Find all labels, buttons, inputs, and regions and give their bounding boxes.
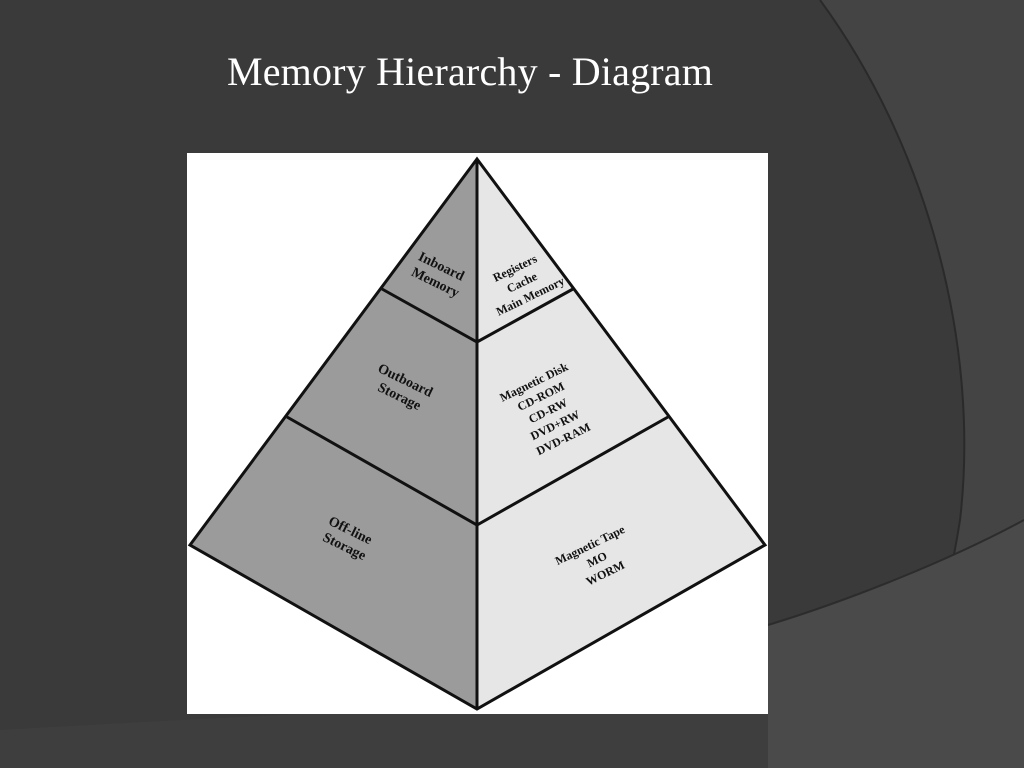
tier-divider-1 xyxy=(381,287,574,344)
memory-hierarchy-pyramid: Inboard Memory Outboard Storage Off-line… xyxy=(187,156,768,711)
label-offline-storage: Off-line Storage xyxy=(318,514,377,565)
pyramid-figure: Inboard Memory Outboard Storage Off-line… xyxy=(187,153,768,714)
pyramid-right-face xyxy=(477,159,765,709)
pyramid-left-face xyxy=(190,159,477,709)
tier-divider-2 xyxy=(286,415,669,527)
slide-title: Memory Hierarchy - Diagram xyxy=(226,49,714,94)
